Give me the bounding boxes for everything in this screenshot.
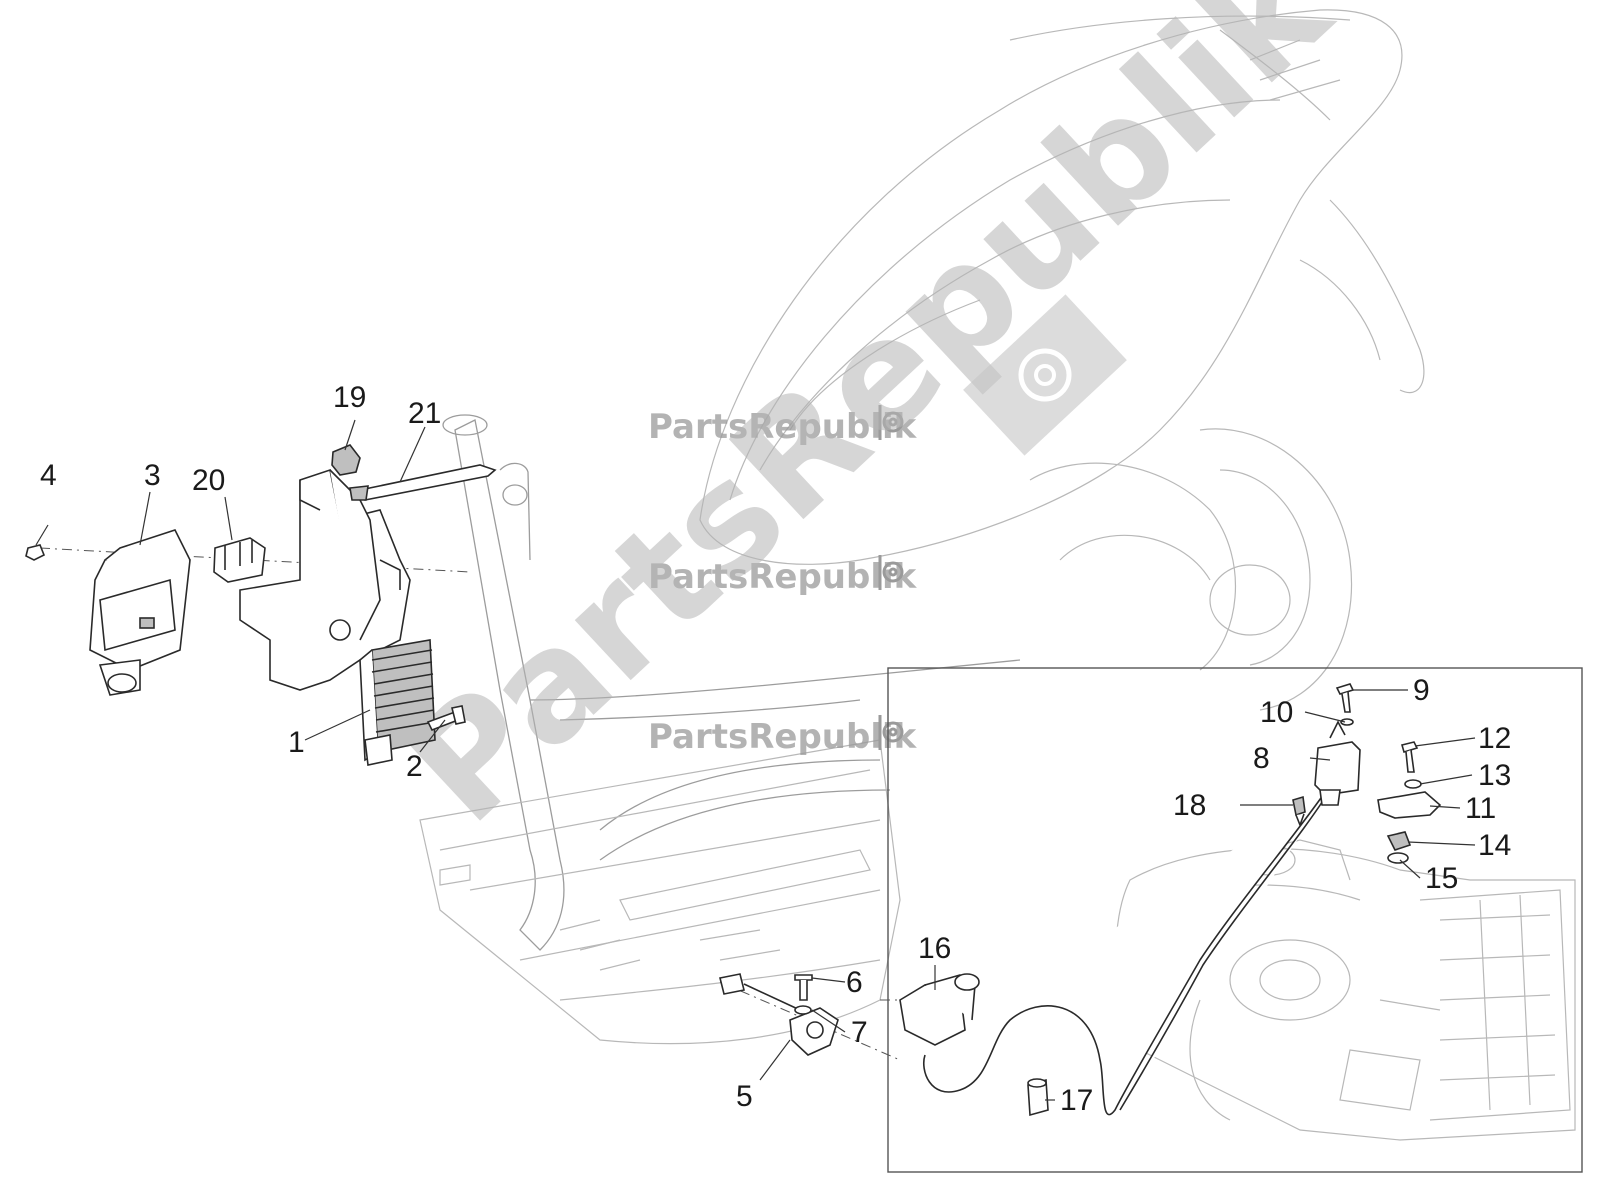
bolt <box>426 705 466 732</box>
ignition-coil <box>1314 720 1361 806</box>
screw <box>794 974 813 1001</box>
gear-icon <box>878 405 904 750</box>
callout-18: 18 <box>1173 789 1206 822</box>
watermark-text: PartsRepublik <box>648 407 918 447</box>
callout-9: 9 <box>1413 674 1430 707</box>
callout-16: 16 <box>918 932 951 965</box>
callout-labels: 1 2 3 4 5 6 7 8 9 10 11 12 13 14 15 16 1… <box>40 381 1511 1117</box>
washer <box>1340 718 1354 726</box>
watermark-group: PartsRepublik PartsRepublik PartsRepubli… <box>376 0 1363 856</box>
speed-sensor <box>719 973 839 1056</box>
spark-plug-cap <box>899 973 980 1046</box>
callout-15: 15 <box>1425 862 1458 895</box>
callout-8: 8 <box>1253 742 1270 775</box>
callout-14: 14 <box>1478 829 1511 862</box>
washer <box>1404 779 1422 789</box>
cable-clip-fastener <box>1292 795 1306 828</box>
callout-17: 17 <box>1060 1084 1093 1117</box>
callout-10: 10 <box>1260 696 1293 729</box>
callout-19: 19 <box>333 381 366 414</box>
cable-tie <box>349 464 497 501</box>
callout-5: 5 <box>736 1080 753 1113</box>
ignition-cable <box>923 784 1331 1116</box>
assembly-axis-line <box>719 981 901 1061</box>
callout-1: 1 <box>288 726 305 759</box>
bolt <box>1401 741 1419 773</box>
callout-3: 3 <box>144 459 161 492</box>
bolt <box>1335 683 1355 713</box>
rubber-grommet <box>1386 831 1412 851</box>
cable-sleeve <box>1027 1078 1049 1117</box>
callout-12: 12 <box>1478 722 1511 755</box>
washer <box>794 1005 812 1015</box>
voltage-regulator <box>359 639 436 766</box>
callout-7: 7 <box>851 1016 868 1049</box>
gear-icon <box>963 294 1127 456</box>
nut <box>25 544 46 561</box>
coil-bracket <box>1377 791 1442 819</box>
scooter-frame-outline <box>419 9 1425 1045</box>
mounting-bracket <box>239 468 411 691</box>
callout-20: 20 <box>192 464 225 497</box>
watermark-text: PartsRepublik <box>648 557 918 597</box>
watermark-text: PartsRepublik <box>648 717 918 757</box>
spacer <box>1387 852 1409 864</box>
callout-2: 2 <box>406 750 423 783</box>
retaining-clip <box>213 537 266 583</box>
callout-13: 13 <box>1478 759 1511 792</box>
callout-21: 21 <box>408 397 441 430</box>
callout-11: 11 <box>1465 792 1496 825</box>
callout-6: 6 <box>846 966 863 999</box>
detail-inset-frame <box>887 667 1583 1173</box>
callout-leaders <box>35 419 1476 1101</box>
connector-clip <box>331 444 361 476</box>
callout-4: 4 <box>40 459 57 492</box>
ignition-cable <box>1119 789 1331 1111</box>
control-unit <box>89 529 191 696</box>
